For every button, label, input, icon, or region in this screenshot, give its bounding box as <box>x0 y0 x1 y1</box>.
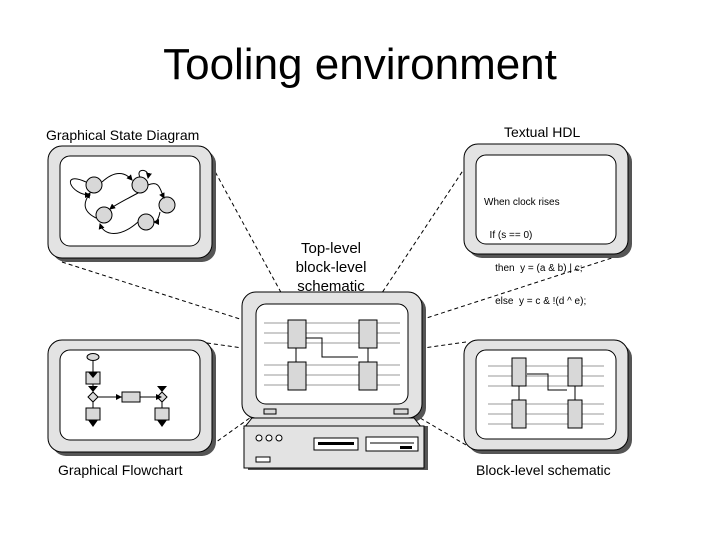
flowchart-monitor <box>47 339 216 456</box>
state-diagram-monitor <box>47 145 216 262</box>
top-level-label: Top-level block-level schematic <box>295 240 367 295</box>
block-schematic-blocks <box>511 357 583 429</box>
hdl-line-2: If (s == 0) <box>484 230 533 241</box>
hdl-code-block: When clock rises If (s == 0) then y = (a… <box>484 175 586 318</box>
flowchart-label: Graphical Flowchart <box>58 462 183 478</box>
block-schematic-monitor <box>463 339 632 454</box>
hdl-line-1: When clock rises <box>484 197 560 208</box>
block-schematic-wires <box>488 365 604 425</box>
indicator-light-icon <box>275 434 283 442</box>
textual-hdl-label: Textual HDL <box>504 124 581 140</box>
hdl-line-4: else y = c & !(d ^ e); <box>484 296 587 307</box>
reset-button-icon[interactable] <box>265 434 273 442</box>
state-diagram-label: Graphical State Diagram <box>46 127 200 143</box>
hdl-monitor <box>463 143 632 258</box>
top-level-connections <box>295 337 369 362</box>
page-title: Tooling environment <box>163 40 557 89</box>
top-level-blocks <box>287 319 378 391</box>
flowchart-arrows <box>88 372 167 427</box>
hdl-line-3: then y = (a & b) | c; <box>484 263 583 274</box>
state-transitions <box>69 169 165 234</box>
block-schematic-label: Block-level schematic <box>476 462 611 478</box>
block-schematic-connections <box>518 373 576 400</box>
computer-base <box>242 417 428 470</box>
computer-monitor <box>241 291 426 422</box>
power-button-icon[interactable] <box>255 434 263 442</box>
